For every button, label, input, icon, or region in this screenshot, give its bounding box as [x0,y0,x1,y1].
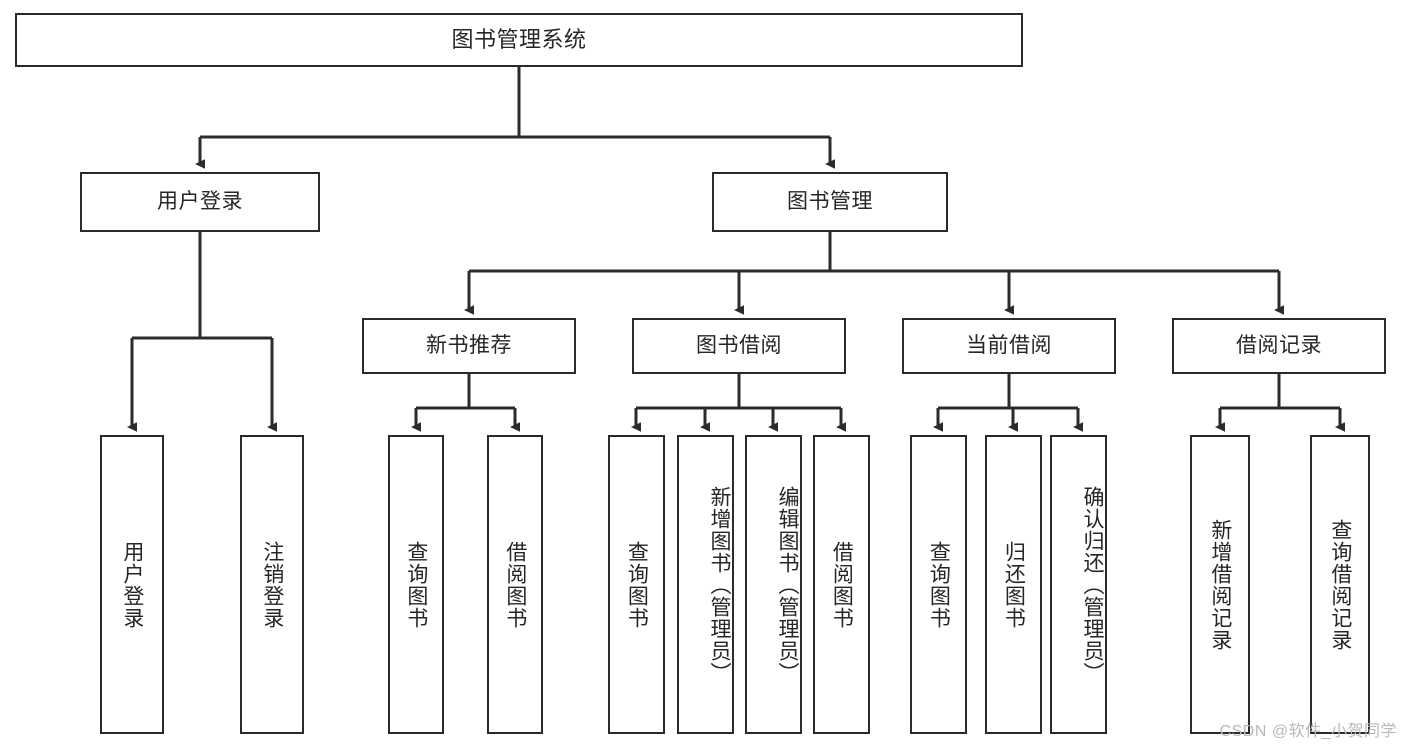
leaf-return-book[interactable]: 归还图书 [985,435,1042,734]
leaf-borrow-book[interactable]: 借阅图书 [813,435,870,734]
leaf-query-borrow-record[interactable]: 查询借阅记录 [1310,435,1370,734]
leaf-query-book-borrow[interactable]: 查询图书 [608,435,665,734]
leaf-add-borrow-record[interactable]: 新增借阅记录 [1190,435,1250,734]
node-current-borrow[interactable]: 当前借阅 [902,318,1116,374]
node-label: 借阅图书 [503,540,527,629]
leaf-user-login[interactable]: 用户登录 [100,435,164,734]
csdn-watermark: CSDN @软件_小贺同学 [1219,723,1397,740]
leaf-borrow-book-recommend[interactable]: 借阅图书 [487,435,543,734]
leaf-query-book-current[interactable]: 查询图书 [910,435,967,734]
leaf-edit-book-admin[interactable]: 编辑图书（管理员） [745,435,802,734]
node-label: 查询借阅记录 [1328,518,1352,651]
node-label: 确认归还（管理员） [1081,485,1104,684]
node-label: 借阅图书 [830,540,854,629]
node-label: 归还图书 [1002,540,1026,629]
node-label: 查询图书 [927,540,951,629]
node-label: 新增图书（管理员） [708,485,731,684]
node-label: 用户登录 [157,190,243,214]
node-book-management[interactable]: 图书管理 [712,172,948,232]
node-label: 当前借阅 [966,334,1052,358]
node-user-login[interactable]: 用户登录 [80,172,320,232]
leaf-logout[interactable]: 注销登录 [240,435,304,734]
node-label: 图书管理系统 [451,26,587,52]
leaf-confirm-return-admin[interactable]: 确认归还（管理员） [1050,435,1107,734]
node-label: 查询图书 [404,540,428,629]
node-label: 新书推荐 [426,334,512,358]
node-label: 借阅记录 [1236,334,1322,358]
node-label: 用户登录 [120,540,144,629]
node-label: 查询图书 [625,540,649,629]
node-new-book-recommend[interactable]: 新书推荐 [362,318,576,374]
node-label: 编辑图书（管理员） [776,485,799,684]
node-book-borrow[interactable]: 图书借阅 [632,318,846,374]
node-root-system[interactable]: 图书管理系统 [15,13,1023,67]
node-label: 注销登录 [260,540,284,629]
leaf-query-book-recommend[interactable]: 查询图书 [388,435,444,734]
node-borrow-records[interactable]: 借阅记录 [1172,318,1386,374]
node-label: 图书管理 [787,190,873,214]
leaf-add-book-admin[interactable]: 新增图书（管理员） [677,435,734,734]
node-label: 新增借阅记录 [1208,518,1232,651]
node-label: 图书借阅 [696,334,782,358]
